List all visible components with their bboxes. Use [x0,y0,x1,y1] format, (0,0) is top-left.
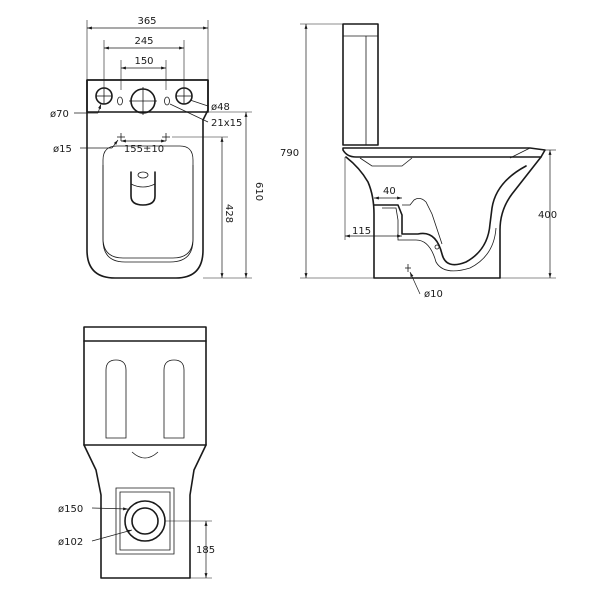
dim-outlet-height: 185 [196,545,215,556]
front-view-slot-right [163,359,185,439]
dim-width-inner: 150 [134,56,153,67]
front-view: ø150 ø102 185 [58,326,215,579]
top-view-slot-right [164,96,170,106]
top-view-slot-left [117,96,123,106]
dim-height-bowl: 400 [538,210,557,221]
dim-depth-total: 610 [253,182,264,201]
dim-anchor: ø10 [424,289,443,300]
front-view-outlet-inner [131,507,159,535]
front-view-outlet-outer [124,500,166,542]
dim-depth-seat: 428 [223,204,234,223]
top-view: 365 245 150 ø70 ø48 21x15 ø15 155±10 610 [50,16,264,279]
front-view-bowl [83,444,207,579]
front-view-cistern [83,340,207,446]
dim-hole-left: ø70 [50,109,69,120]
top-view-bowl-outline [86,79,209,279]
dim-offset-115: 115 [352,226,371,237]
dim-width-mid: 245 [134,36,153,47]
dim-hole-right: ø48 [211,102,230,113]
front-view-cistern-top [83,326,207,342]
dim-fix-holes: ø15 [53,144,72,155]
top-view-bowl-inner [102,165,194,263]
top-view-drain [130,171,156,206]
side-view-seat [342,147,546,158]
side-view-trapway [373,165,527,266]
dim-height-total: 790 [280,148,299,159]
dim-width-total: 365 [137,16,156,27]
dim-slot: 21x15 [211,118,242,129]
front-view-slot-left [105,359,127,439]
dim-offset-40: 40 [383,186,396,197]
dim-outlet-inner: ø102 [58,537,83,548]
side-view: 790 400 40 115 ø10 [280,23,557,300]
side-view-cistern [342,23,379,146]
dim-fix-spacing: 155±10 [124,144,164,155]
top-view-seat-inner [102,145,194,259]
dim-outlet-outer: ø150 [58,504,83,515]
